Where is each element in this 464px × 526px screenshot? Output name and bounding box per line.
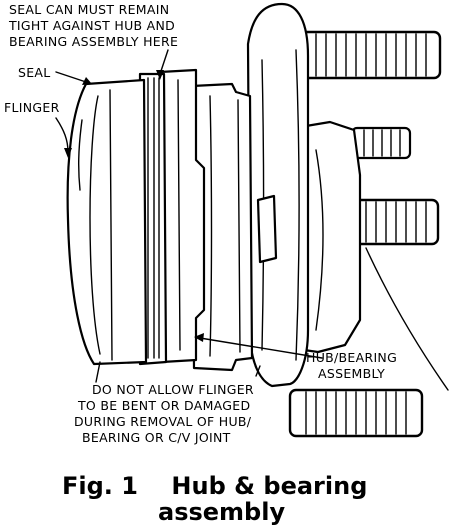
hub-body [302,120,362,354]
figure-caption-line1: Fig. 1 Hub & bearing [62,472,367,500]
label-hub-bearing: HUB/BEARING ASSEMBLY [306,350,397,381]
svg-text:TO BE BENT OR DAMAGED: TO BE BENT OR DAMAGED [77,398,250,413]
svg-text:BEARING OR C/V JOINT: BEARING OR C/V JOINT [82,430,231,445]
flinger [66,78,148,366]
label-warning: DO NOT ALLOW FLINGER TO BE BENT OR DAMAG… [74,382,254,445]
svg-text:TIGHT AGAINST HUB AND: TIGHT AGAINST HUB AND [8,18,175,33]
leader-lines [55,49,449,391]
svg-text:BEARING ASSEMBLY HERE: BEARING ASSEMBLY HERE [9,34,178,49]
label-flinger: FLINGER [4,100,60,115]
flange-lug [256,194,278,264]
wheel-stud-upper-short [350,126,412,160]
figure-caption-line2: assembly [158,498,285,526]
seal-step-ring [158,68,206,364]
svg-text:DO NOT ALLOW FLINGER: DO NOT ALLOW FLINGER [92,382,254,397]
svg-text:DURING REMOVAL OF HUB/: DURING REMOVAL OF HUB/ [74,414,252,429]
svg-text:HUB/BEARING: HUB/BEARING [306,350,397,365]
svg-text:ASSEMBLY: ASSEMBLY [318,366,385,381]
svg-text:SEAL CAN MUST REMAIN: SEAL CAN MUST REMAIN [9,2,169,17]
hub-bearing-body [190,82,254,372]
wheel-stud-top [298,30,442,80]
wheel-stud-bottom [288,388,424,438]
label-seal-note: SEAL CAN MUST REMAIN TIGHT AGAINST HUB A… [8,2,178,49]
label-seal: SEAL [18,65,51,80]
